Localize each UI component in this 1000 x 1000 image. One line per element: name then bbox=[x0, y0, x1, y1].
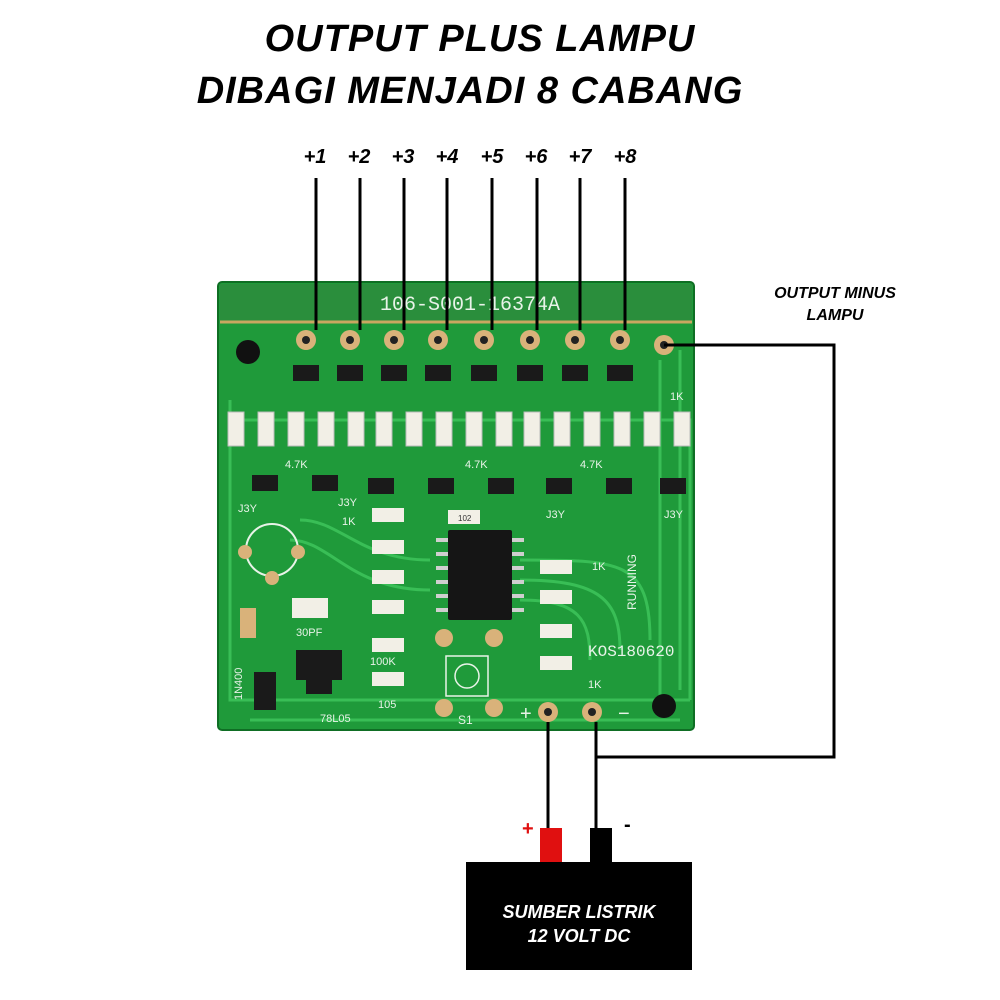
mounting-hole-right bbox=[652, 694, 676, 718]
transistor-label-2: J3Y bbox=[338, 497, 358, 509]
output-label-6: +6 bbox=[524, 146, 548, 168]
battery-label: SUMBER LISTRIK 12 VOLT DC bbox=[466, 900, 692, 948]
ic-pins bbox=[436, 538, 524, 612]
battery-label-line-2: 12 VOLT DC bbox=[527, 926, 631, 946]
resistor-label-4-7k-2: 4.7K bbox=[465, 459, 488, 471]
switch-pad-1 bbox=[435, 629, 453, 647]
battery-terminal-minus bbox=[590, 828, 612, 862]
output-label-3: +3 bbox=[391, 146, 415, 168]
resistor-label-4-7k-3: 4.7K bbox=[580, 459, 603, 471]
resistor-label-4-7k-1: 4.7K bbox=[285, 459, 308, 471]
power-pad-minus-label: − bbox=[618, 703, 630, 725]
driver-transistors bbox=[252, 475, 686, 494]
smd-resistors bbox=[372, 508, 572, 686]
capacitor-label: 30PF bbox=[296, 627, 323, 639]
battery-plus-symbol: + bbox=[522, 818, 534, 840]
output-label-4: +4 bbox=[435, 146, 459, 168]
output-minus-line-2: LAMPU bbox=[806, 307, 864, 324]
voltage-regulator bbox=[296, 650, 342, 680]
output-label-2: +2 bbox=[347, 146, 371, 168]
power-pad-plus-label: + bbox=[520, 703, 532, 725]
top-transistors bbox=[293, 365, 633, 381]
output-wires bbox=[314, 178, 627, 330]
output-label-1: +1 bbox=[303, 146, 327, 168]
switch-label: S1 bbox=[458, 713, 473, 727]
pcb-top-strip bbox=[220, 284, 692, 322]
battery-label-line-1: SUMBER LISTRIK bbox=[502, 902, 656, 922]
switch-pad-4 bbox=[485, 699, 503, 717]
diode-label: 1N400 bbox=[233, 668, 245, 700]
battery-body bbox=[466, 862, 692, 970]
transistor-label-4: J3Y bbox=[664, 509, 684, 521]
mounting-hole bbox=[236, 340, 260, 364]
cap-small bbox=[240, 608, 256, 638]
board-code: KOS180620 bbox=[588, 643, 674, 661]
battery-minus-symbol: - bbox=[624, 814, 631, 836]
transistor-label-1: J3Y bbox=[238, 503, 258, 515]
capacitor bbox=[292, 598, 328, 618]
output-label-8: +8 bbox=[613, 146, 637, 168]
resistor-row bbox=[227, 411, 691, 447]
smd-code-label: 102 bbox=[458, 514, 472, 523]
running-label: RUNNING bbox=[625, 554, 639, 610]
pcb-part-number: 106-S001-16374A bbox=[380, 294, 560, 317]
diode bbox=[254, 672, 276, 710]
ic-chip bbox=[448, 530, 512, 620]
resistor-label-100k: 100K bbox=[370, 656, 396, 668]
output-pads bbox=[296, 330, 674, 355]
resistor-label-105: 105 bbox=[378, 699, 396, 711]
output-label-5: +5 bbox=[480, 146, 504, 168]
pcb-board bbox=[217, 281, 695, 731]
switch-pad-2 bbox=[485, 629, 503, 647]
output-label-7: +7 bbox=[568, 146, 592, 168]
switch-pad-3 bbox=[435, 699, 453, 717]
regulator-label: 78L05 bbox=[320, 713, 351, 725]
minus-output-wire bbox=[596, 343, 836, 759]
resistor-label-1k-mid: 1K bbox=[342, 516, 356, 528]
output-minus-line-1: OUTPUT MINUS bbox=[774, 285, 896, 302]
resistor-label-1k-top: 1K bbox=[670, 391, 684, 403]
battery-terminal-plus bbox=[540, 828, 562, 862]
transistor-label-3: J3Y bbox=[546, 509, 566, 521]
title-line-2: DIBAGI MENJADI 8 CABANG bbox=[196, 70, 744, 112]
resistor-label-1k-right: 1K bbox=[592, 561, 606, 573]
output-minus-label: OUTPUT MINUS LAMPU bbox=[730, 283, 940, 327]
title-line-1: OUTPUT PLUS LAMPU bbox=[264, 18, 696, 60]
resistor-label-1k-bottom: 1K bbox=[588, 679, 602, 691]
